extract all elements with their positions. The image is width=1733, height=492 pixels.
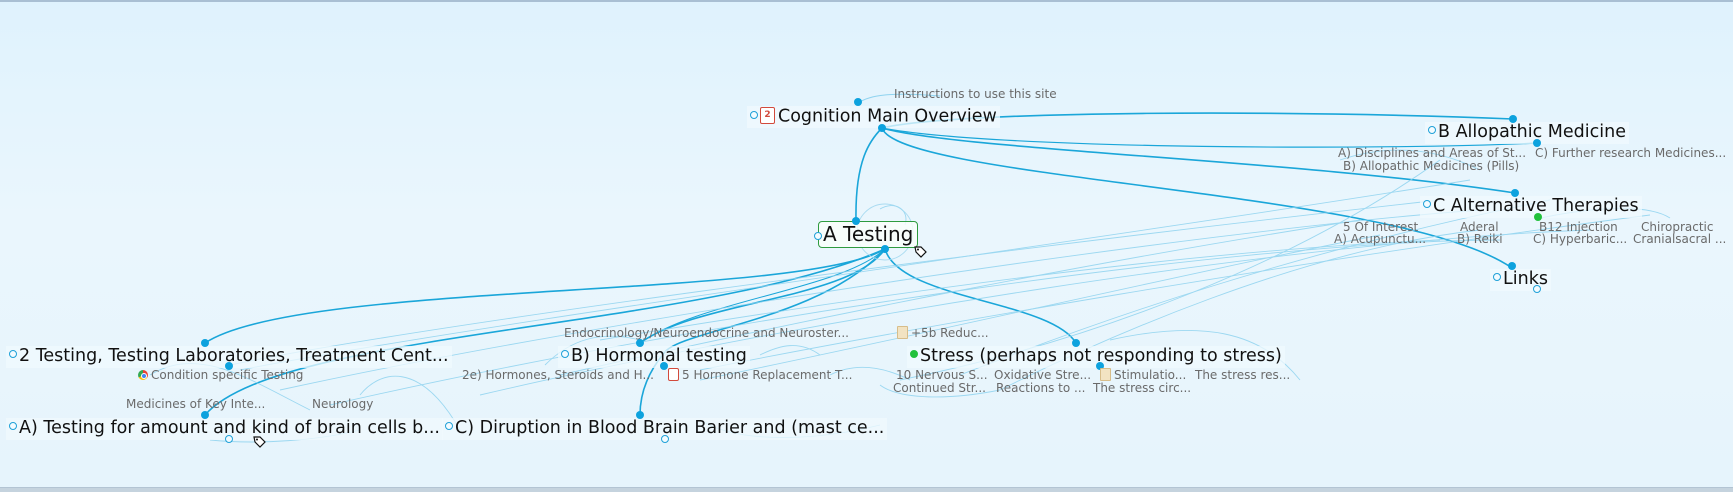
child-continued[interactable]: Continued Str... <box>893 381 986 395</box>
testing-labs-top-connector <box>201 339 209 347</box>
brain-cells-label: A) Testing for amount and kind of brain … <box>19 418 440 438</box>
child-hormones-steroids[interactable]: 2e) Hormones, Steroids and H... <box>462 368 654 382</box>
child-thought-stress[interactable]: Stress (perhaps not responding to stress… <box>907 346 1285 368</box>
child-disciplines[interactable]: A) Disciplines and Areas of St... <box>1338 146 1527 160</box>
child-thought-testing-labs[interactable]: 2 Testing, Testing Laboratories, Treatme… <box>6 346 452 368</box>
link-parent-active <box>855 127 883 221</box>
testing-labs-label: 2 Testing, Testing Laboratories, Treatme… <box>19 346 449 366</box>
bbb-top-connector <box>636 411 644 419</box>
child-allopathic-pills[interactable]: B) Allopathic Medicines (Pills) <box>1343 159 1520 173</box>
jump-thought-links[interactable]: Links <box>1490 269 1551 291</box>
jump-thought-allopathic[interactable]: B Allopathic Medicine <box>1425 122 1629 144</box>
hormone-replacement-label: 5 Hormone Replacement T... <box>682 368 853 382</box>
child-oxidative[interactable]: Oxidative Stre... <box>994 368 1092 382</box>
child-thought-bbb[interactable]: C) Diruption in Blood Brain Barier and (… <box>442 418 888 440</box>
child-thought-brain-cells[interactable]: A) Testing for amount and kind of brain … <box>6 418 443 440</box>
bbb-label: C) Diruption in Blood Brain Barier and (… <box>455 418 885 438</box>
stress-label: Stress (perhaps not responding to stress… <box>920 346 1282 366</box>
active-bottom-connector <box>881 245 889 253</box>
brain-cells-gate[interactable] <box>9 422 17 430</box>
child-b12[interactable]: B12 Injection <box>1539 220 1618 234</box>
allopathic-top-connector <box>1509 115 1517 123</box>
reduc-label: +5b Reduc... <box>911 326 989 340</box>
hormonal-gate[interactable] <box>561 350 569 358</box>
document-icon <box>1100 368 1111 381</box>
active-top-connector <box>852 217 860 225</box>
hormonal-top-connector <box>636 339 644 347</box>
alternative-gate[interactable] <box>1423 200 1431 208</box>
stress-gate[interactable] <box>910 350 918 358</box>
alternative-top-connector <box>1511 189 1519 197</box>
parent-label: Cognition Main Overview <box>778 106 997 127</box>
hormonal-label: B) Hormonal testing <box>571 346 747 366</box>
child-reduc[interactable]: +5b Reduc... <box>897 326 989 340</box>
jump-thought-alternative[interactable]: C Alternative Therapies <box>1420 196 1642 218</box>
child-cranialsacral[interactable]: Cranialsacral ... <box>1633 232 1727 246</box>
links-label: Links <box>1503 269 1548 289</box>
bbb-bottom-connector <box>661 435 669 443</box>
links-top-connector <box>1508 262 1516 270</box>
child-thought-hormonal[interactable]: B) Hormonal testing <box>558 346 750 368</box>
allopathic-bottom-connector <box>1533 139 1541 147</box>
tag-cursor-icon <box>253 436 266 448</box>
links-bottom-connector <box>1533 285 1541 293</box>
testing-labs-gate[interactable] <box>9 350 17 358</box>
parent-top-connector <box>854 98 862 106</box>
brain-cells-bottom-connector <box>225 435 233 443</box>
pdf-icon: 2 <box>760 107 775 124</box>
testing-labs-bottom-connector <box>225 362 233 370</box>
parent-bottom-connector <box>878 124 886 132</box>
child-further-research[interactable]: C) Further research Medicines... <box>1535 146 1727 160</box>
allopathic-gate[interactable] <box>1428 126 1436 134</box>
active-thought-label: A Testing <box>823 222 914 246</box>
child-acupuncture[interactable]: A) Acupunctu... <box>1334 232 1427 246</box>
allopathic-label: B Allopathic Medicine <box>1438 122 1626 142</box>
brain-cells-top-connector <box>201 411 209 419</box>
child-condition-specific[interactable]: Condition specific Testing <box>138 369 303 381</box>
parent-gate[interactable] <box>750 110 758 119</box>
child-hormone-replacement[interactable]: 5 Hormone Replacement T... <box>668 368 853 382</box>
alternative-bottom-connector <box>1534 213 1542 221</box>
document-icon <box>897 326 908 339</box>
links-gate[interactable] <box>1493 273 1501 281</box>
child-instructions[interactable]: Instructions to use this site <box>894 87 1057 101</box>
child-stress-res[interactable]: The stress res... <box>1195 368 1291 382</box>
hormonal-bottom-connector <box>660 362 668 370</box>
bbb-gate[interactable] <box>445 422 453 430</box>
child-of-interest[interactable]: 5 Of Interest <box>1343 220 1419 234</box>
child-nervous[interactable]: 10 Nervous S... <box>896 368 988 382</box>
chrome-icon <box>138 369 148 380</box>
child-stress-circ[interactable]: The stress circ... <box>1093 381 1192 395</box>
stimulation-label: Stimulatio... <box>1114 368 1187 382</box>
active-gate[interactable] <box>814 232 822 240</box>
alternative-label: C Alternative Therapies <box>1433 196 1639 216</box>
stress-top-connector <box>1072 339 1080 347</box>
child-reactions[interactable]: Reactions to ... <box>996 381 1086 395</box>
stress-bottom-connector <box>1096 362 1104 370</box>
child-endocrinology[interactable]: Endocrinology/Neuroendocrine and Neurost… <box>564 326 849 340</box>
child-hyperbaric[interactable]: C) Hyperbaric... <box>1533 232 1628 246</box>
pdf-icon <box>668 368 679 381</box>
child-stimulation[interactable]: Stimulatio... <box>1100 368 1187 382</box>
condition-specific-label: Condition specific Testing <box>151 368 304 382</box>
active-thought[interactable]: A Testing <box>818 221 919 248</box>
window-top-border <box>0 0 1733 2</box>
window-bottom-border <box>0 487 1733 492</box>
sibling-medicines-key[interactable]: Medicines of Key Inte... <box>126 397 266 411</box>
child-chiropractic[interactable]: Chiropractic <box>1641 220 1714 234</box>
child-aderal[interactable]: Aderal <box>1460 220 1499 234</box>
tag-cursor-icon <box>914 246 927 258</box>
sibling-neurology[interactable]: Neurology <box>312 397 374 411</box>
child-reiki[interactable]: B) Reiki <box>1457 232 1503 246</box>
